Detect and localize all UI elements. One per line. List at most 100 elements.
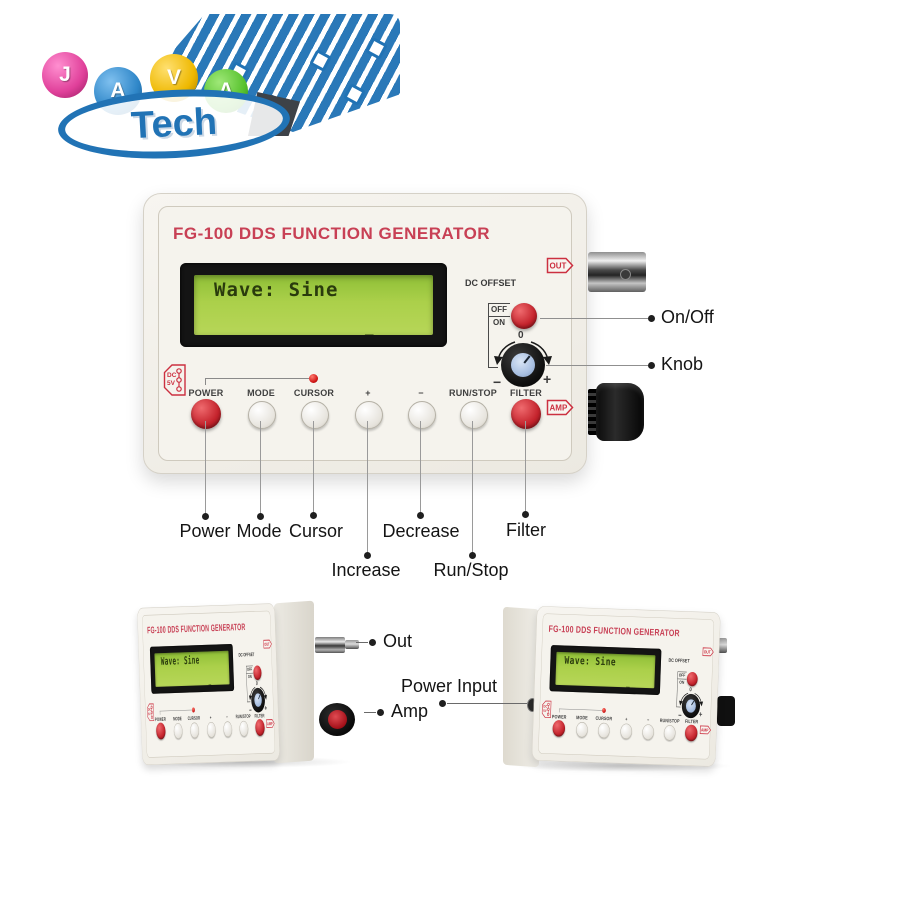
increase-callout-dot [364, 552, 371, 559]
device-case: FG-100 DDS FUNCTION GENERATOR Wave: Sine… [531, 606, 721, 767]
out-callout-label: Out [383, 631, 413, 651]
increase-callout-label: Increase [331, 560, 401, 580]
led-line [205, 378, 309, 379]
out-bnc-connector[interactable] [315, 637, 345, 653]
svg-text:5V: 5V [148, 711, 151, 716]
amp-tag: AMP [266, 719, 275, 729]
dc-offset-onoff-button[interactable] [511, 303, 537, 329]
runstop-button-label: RUN/STOP [659, 717, 680, 724]
power-callout-label: Power [179, 521, 231, 541]
runstop-button-label: RUN/STOP [235, 713, 251, 720]
increase-button-label: + [365, 388, 371, 398]
increase-button[interactable] [355, 401, 383, 429]
runstop-button-label: RUN/STOP [449, 388, 497, 398]
knob-callout-label: Knob [661, 354, 704, 374]
lcd-line2: Freq:100000Hz [563, 667, 656, 689]
dc-offset-knob[interactable] [501, 343, 545, 387]
bead-letter: J [59, 63, 71, 86]
dc5v-jack-icon: DC 5V [541, 700, 552, 719]
power-button[interactable] [191, 399, 221, 429]
decrease-button[interactable] [408, 401, 436, 429]
mode-button-label: MODE [173, 715, 182, 722]
out-callout-dot [369, 639, 376, 646]
cursor-button[interactable] [190, 722, 200, 739]
svg-text:AMP: AMP [267, 721, 273, 726]
filter-button[interactable] [255, 718, 265, 737]
lcd-freq-label: Freq: [625, 685, 651, 688]
mini-left-panel: FG-100 DDS FUNCTION GENERATOR Wave: Sine… [137, 603, 281, 766]
power-callout-dot [202, 513, 209, 520]
amp-knob[interactable] [588, 381, 646, 443]
cursor-button-label: CURSOR [595, 715, 613, 722]
lcd-line1: Wave: Sine [214, 279, 339, 301]
mode-button[interactable] [248, 401, 276, 429]
dc-offset-bracket [488, 303, 489, 368]
device-title: FG-100 DDS FUNCTION GENERATOR [173, 224, 491, 243]
mode-button-label: MODE [576, 714, 588, 721]
amp-knob[interactable] [319, 703, 355, 736]
amp-tag: AMP [546, 399, 574, 416]
dc-offset-label: DC OFFSET [668, 657, 690, 664]
filter-button-label: FILTER [684, 718, 699, 725]
logo-tech-text: Tech [129, 100, 218, 147]
mode-button-label: MODE [247, 388, 275, 398]
device-case: FG-100 DDS FUNCTION GENERATOR Wave: Sine… [143, 193, 587, 474]
knob-plus-label: + [543, 371, 552, 387]
runstop-callout-dot [469, 552, 476, 559]
dc-offset-label: DC OFFSET [238, 651, 255, 658]
knob-plus-label: + [264, 703, 268, 713]
knob-zero-label: 0 [518, 330, 524, 341]
svg-text:DC: DC [543, 704, 548, 709]
knob-callout-line [546, 365, 648, 366]
power-button[interactable] [155, 722, 166, 740]
knob-rotation-arc [494, 341, 552, 365]
knob-minus-label: − [493, 374, 502, 390]
runstop-button[interactable] [460, 401, 488, 429]
bead-letter: V [166, 66, 181, 89]
amp-knob-cap [328, 710, 347, 729]
power-button-label: POWER [188, 388, 224, 398]
svg-text:5V: 5V [543, 708, 547, 713]
out-tag: OUT [263, 639, 272, 649]
out-tag: OUT [546, 257, 574, 274]
cursor-button[interactable] [301, 401, 329, 429]
dc-offset-off-label: OFF [491, 305, 507, 314]
dc-offset-on-label: ON [493, 318, 505, 327]
amp-knob[interactable] [717, 696, 735, 726]
bnc-stem [345, 640, 359, 649]
lcd-bezel: Wave: Sine Freq:100000Hz [180, 263, 447, 347]
bnc-center-hole [620, 269, 631, 280]
lcd-line2: Freq:100000Hz [214, 303, 433, 335]
lcd-freq-label: Freq: [208, 682, 228, 687]
increase-callout-line [367, 421, 368, 554]
filter-button-label: FILTER [254, 712, 265, 719]
power-button-label: POWER [154, 716, 166, 723]
device-right-side [274, 600, 314, 764]
knob-plus-label: + [698, 709, 703, 719]
dc-offset-bracket [488, 303, 510, 304]
dc5v-jack-icon: DC 5V [146, 703, 155, 722]
decrease-button-label: − [226, 714, 228, 720]
increase-button[interactable] [206, 721, 216, 738]
filter-callout-label: Filter [506, 520, 546, 540]
filter-callout-dot [522, 511, 529, 518]
lcd-bezel: Wave: Sine Freq:100000Hz [149, 643, 235, 694]
mini-device-left: FG-100 DDS FUNCTION GENERATOR Wave: Sine… [133, 598, 373, 773]
cursor-button-label: CURSOR [187, 715, 201, 722]
out-callout-line [356, 642, 368, 643]
onoff-callout-label: On/Off [661, 307, 714, 327]
amp-callout-label: Amp [391, 701, 429, 721]
amp-callout-dot [377, 709, 384, 716]
lcd-screen: Wave: Sine Freq:100000Hz [555, 651, 656, 689]
filter-button[interactable] [511, 399, 541, 429]
out-bnc-connector[interactable] [718, 638, 727, 653]
javatech-logo: J A V A Tech [12, 12, 402, 165]
decrease-button-label: − [646, 717, 650, 723]
increase-button-label: + [625, 716, 628, 722]
mode-button[interactable] [173, 722, 183, 739]
out-bnc-connector[interactable] [588, 252, 646, 292]
mini-device-right: FG-100 DDS FUNCTION GENERATOR Wave: Sine… [503, 600, 748, 775]
decrease-callout-dot [417, 512, 424, 519]
amp-tag: AMP [699, 725, 712, 735]
logo-tech-badge: Tech [56, 83, 292, 165]
